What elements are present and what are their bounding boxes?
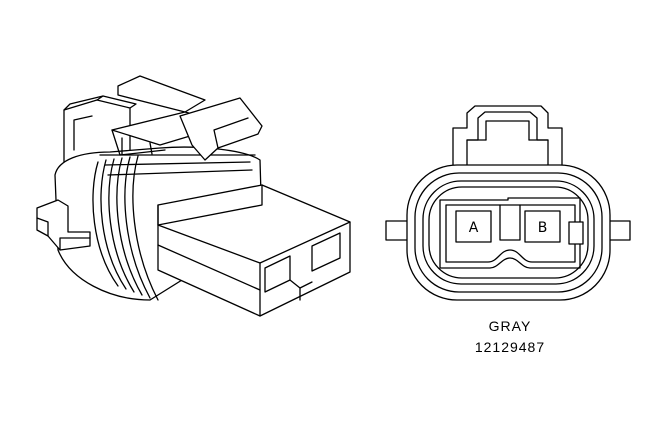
front-cavity-window [311,232,341,272]
inner-key [568,221,584,245]
outer-housing [406,164,611,301]
cavity-a: A [455,210,492,243]
part-number: 12129487 [475,339,545,355]
cavity-a-label: A [469,220,479,236]
face-lock-housing [452,105,563,169]
cavity-b: B [524,210,561,243]
color-label: GRAY [489,318,532,334]
side-lock-tab [36,199,91,251]
cavity-b-label: B [538,220,548,236]
left-ear [385,220,410,241]
isometric-connector-view [36,75,351,317]
face-view: A B [385,105,631,301]
top-lock-lever [111,75,263,161]
terminal-housing [157,184,351,317]
